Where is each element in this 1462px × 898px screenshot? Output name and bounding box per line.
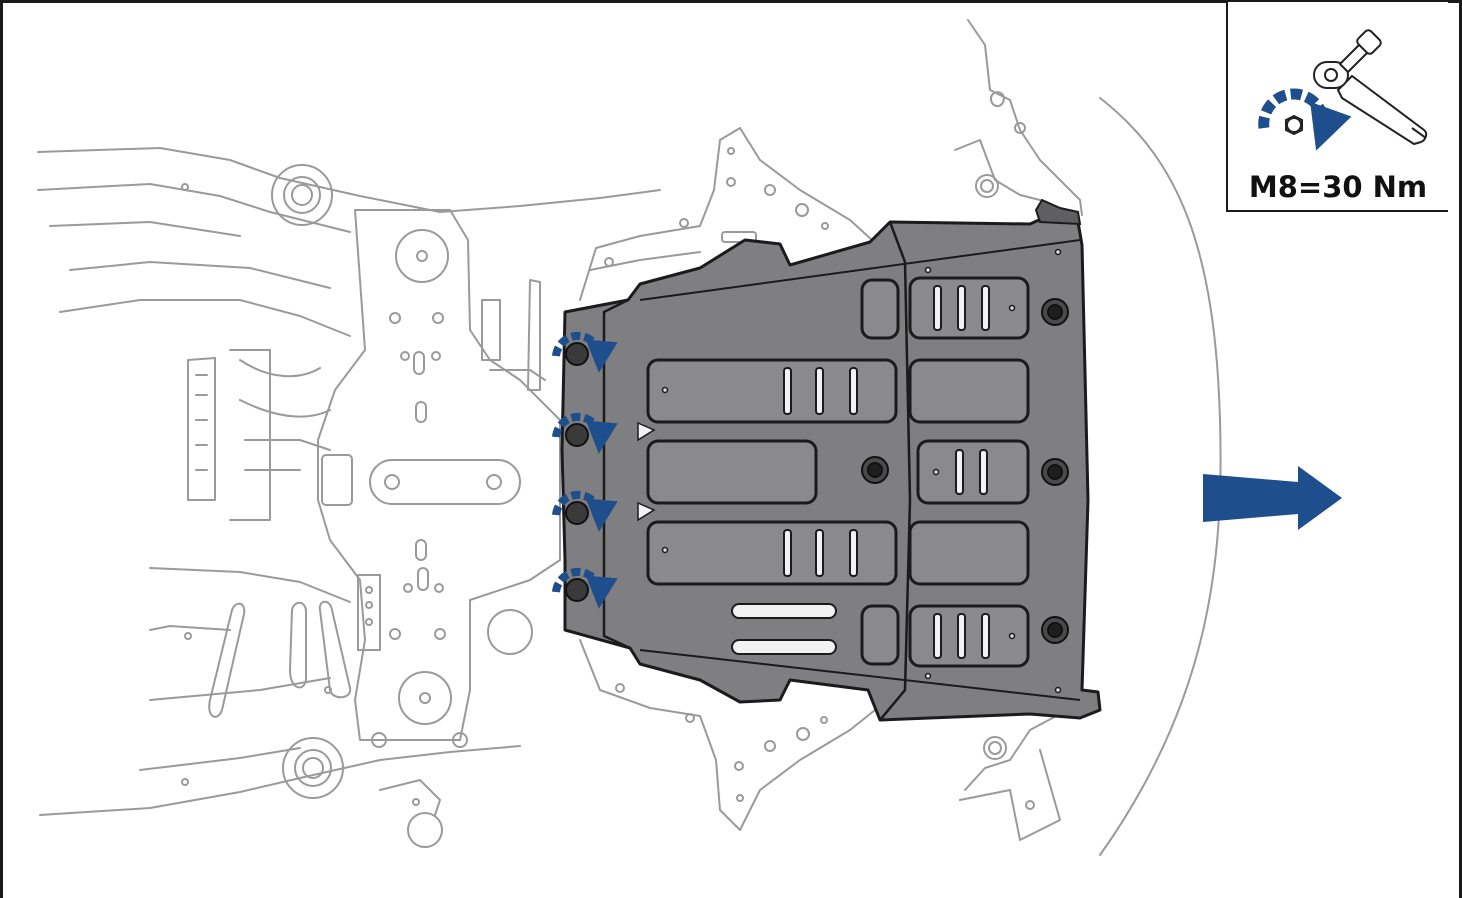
torque-value-label: M8=30 Nm (1248, 170, 1428, 204)
chassis-outline (37, 19, 1222, 856)
torque-spec-graphic (1258, 29, 1428, 151)
tighten-rotation-icon (552, 412, 618, 454)
tighten-rotation-icon (552, 567, 618, 609)
torque-spec-box: M8=30 Nm (1226, 2, 1448, 212)
skid-plate (560, 198, 1102, 722)
hex-bolt-icon (1285, 114, 1303, 136)
tighten-point-1 (552, 331, 618, 373)
tighten-rotation-icon (552, 490, 618, 532)
bolt-icon (1041, 458, 1069, 486)
direction-arrow-right-icon (1203, 466, 1342, 530)
bolt-icon (1041, 298, 1069, 326)
torque-wrench-icon (1313, 29, 1428, 145)
tighten-point-4 (552, 567, 618, 609)
bolt-icon (861, 456, 889, 484)
tighten-points (552, 331, 618, 609)
secured-bolts (861, 298, 1069, 644)
tighten-rotation-icon (1258, 88, 1352, 151)
tighten-point-2 (552, 412, 618, 454)
tighten-rotation-icon (552, 331, 618, 373)
tighten-point-3 (552, 490, 618, 532)
bolt-icon (1041, 616, 1069, 644)
